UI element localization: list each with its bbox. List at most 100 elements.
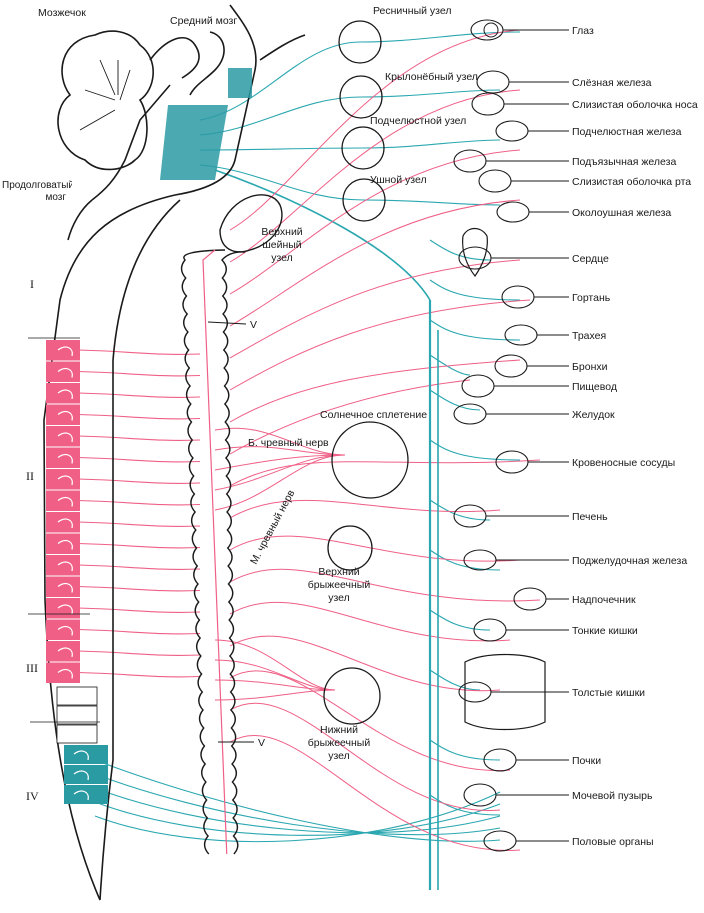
organ-label: Сердце xyxy=(572,253,609,265)
postganglionic-fiber xyxy=(229,299,531,391)
preganglionic-fiber xyxy=(69,542,201,549)
organ-label: Подчелюстная железа xyxy=(572,126,682,138)
solar-plexus-label: Солнечное сплетение xyxy=(320,409,427,421)
spinal-segment-empty xyxy=(56,686,98,706)
sympathetic-trunk xyxy=(180,194,283,855)
spinal-segment-teal xyxy=(64,745,108,764)
ganglion-circles xyxy=(323,20,409,725)
postganglionic-fiber xyxy=(229,149,521,295)
inferior-mesenteric-label: Нижний брыжеечный узел xyxy=(307,724,371,762)
spinal-segment-pink xyxy=(46,533,80,554)
region-IV: IV xyxy=(26,789,39,803)
postganglionic-fiber xyxy=(229,702,501,811)
organ-label: Глаз xyxy=(572,25,594,37)
organ-16 xyxy=(513,587,547,611)
region-III: III xyxy=(26,661,38,675)
preganglionic-fiber xyxy=(69,671,201,678)
lumbar-splanchnic-fiber xyxy=(214,639,336,691)
preganglionic-fiber xyxy=(69,521,201,527)
postganglionic-fiber xyxy=(229,89,521,263)
organ-5 xyxy=(478,169,512,193)
medulla-label-wrap: Продолговатый мозг xyxy=(2,180,72,203)
preganglionic-fiber xyxy=(69,650,201,656)
organ-7 xyxy=(458,227,492,278)
sacral-parasympathetic-fiber xyxy=(94,773,501,836)
preganglionic-fiber xyxy=(69,499,201,506)
ciliary-label: Ресничный узел xyxy=(373,5,451,17)
spinal-segment-pink xyxy=(46,555,80,576)
spinal-cord-outline xyxy=(43,4,306,901)
preganglionic-fiber xyxy=(69,435,201,441)
organ-label: Бронхи xyxy=(572,361,608,373)
sacral-parasympathetic-fiber xyxy=(94,791,501,843)
medulla-label: Продолговатый мозг xyxy=(2,180,72,203)
spinal-segment-empty xyxy=(56,724,98,744)
vagus-branch xyxy=(429,439,521,461)
spinal-segment-teal xyxy=(64,765,108,784)
splanchnic-fiber xyxy=(214,454,346,511)
vagus-branch xyxy=(429,609,491,631)
organ-8 xyxy=(501,285,535,309)
superior-cervical-label: Верхний шейный узел xyxy=(261,226,303,264)
splanchnic-fiber xyxy=(214,446,346,456)
sacral-parasympathetic-fiber xyxy=(94,801,501,836)
cranial-parasympathetic-fiber xyxy=(199,164,365,201)
organ-label: Слизистая оболочка носа xyxy=(572,99,698,111)
sacral-parasympathetic-fiber xyxy=(94,787,501,834)
cranial-parasympathetic-fiber xyxy=(199,147,364,151)
lumbar-splanchnic-fiber xyxy=(214,689,336,701)
postganglionic-fiber xyxy=(229,379,471,455)
vagus-branch xyxy=(429,669,481,691)
vagus-branch xyxy=(429,389,481,411)
solar-plexus xyxy=(331,421,409,499)
spinal-segment-pink xyxy=(46,662,80,683)
spinal-segment-teal xyxy=(64,785,108,804)
organ-label: Околоушная железа xyxy=(572,207,671,219)
spinal-segment-empty xyxy=(56,705,98,725)
postganglionic-fiber xyxy=(229,635,501,692)
brainstem-nuclei xyxy=(160,68,252,180)
postganglionic-fiber xyxy=(229,568,541,602)
spinal-segment-pink xyxy=(46,469,80,490)
postganglionic-fiber xyxy=(229,601,511,642)
organ-label: Мочевой пузырь xyxy=(572,790,653,802)
vagus-branch xyxy=(429,354,471,376)
submandibular-label: Подчелюстной узел xyxy=(370,115,466,127)
preganglionic-fiber xyxy=(69,585,201,592)
inf-mes-label-wrap: Нижний брыжеечный узел xyxy=(307,724,371,762)
midbrain-label: Средний мозг xyxy=(170,15,237,27)
vagus-branch xyxy=(429,319,521,341)
region-I: I xyxy=(30,277,34,291)
organ-6 xyxy=(496,201,530,223)
inferior-mesenteric-ganglion xyxy=(323,667,381,725)
vagus-branch xyxy=(429,794,501,816)
organ-label: Надпочечник xyxy=(572,594,636,606)
organ-label: Слёзная железа xyxy=(572,77,652,89)
greater-splanchnic-label: Б. чревный нерв xyxy=(248,437,329,449)
sup-mes-label-wrap: Верхний брыжеечный узел xyxy=(308,566,370,604)
postganglionic-fiber xyxy=(229,535,521,562)
preganglionic-fiber xyxy=(69,607,201,613)
spinal-segment-pink xyxy=(46,598,80,619)
preganglionic-fiber xyxy=(69,370,201,377)
postganglionic-fiber xyxy=(229,199,521,327)
region-II: II xyxy=(26,469,34,483)
postganglionic-fiber xyxy=(229,29,521,231)
organ-label: Тонкие кишки xyxy=(572,625,638,637)
spinal-segment-pink xyxy=(46,512,80,533)
vagus-origin xyxy=(214,169,431,301)
spinal-segment-pink xyxy=(46,426,80,447)
spinal-segment-pink xyxy=(46,340,80,361)
cerebellum-label: Мозжечок xyxy=(38,7,86,19)
spinal-segment-pink xyxy=(46,641,80,662)
preganglionic-fiber xyxy=(69,413,201,420)
splanchnic-fiber xyxy=(214,427,346,456)
organ-label: Гортань xyxy=(572,292,611,304)
lumbar-splanchnic-fiber xyxy=(214,679,336,691)
organ-label: Толстые кишки xyxy=(572,687,645,699)
spinal-segment-pink xyxy=(46,404,80,425)
postganglionic-fiber xyxy=(229,359,521,423)
organ-label: Кровеносные сосуды xyxy=(572,457,675,469)
organ-11 xyxy=(461,374,495,398)
